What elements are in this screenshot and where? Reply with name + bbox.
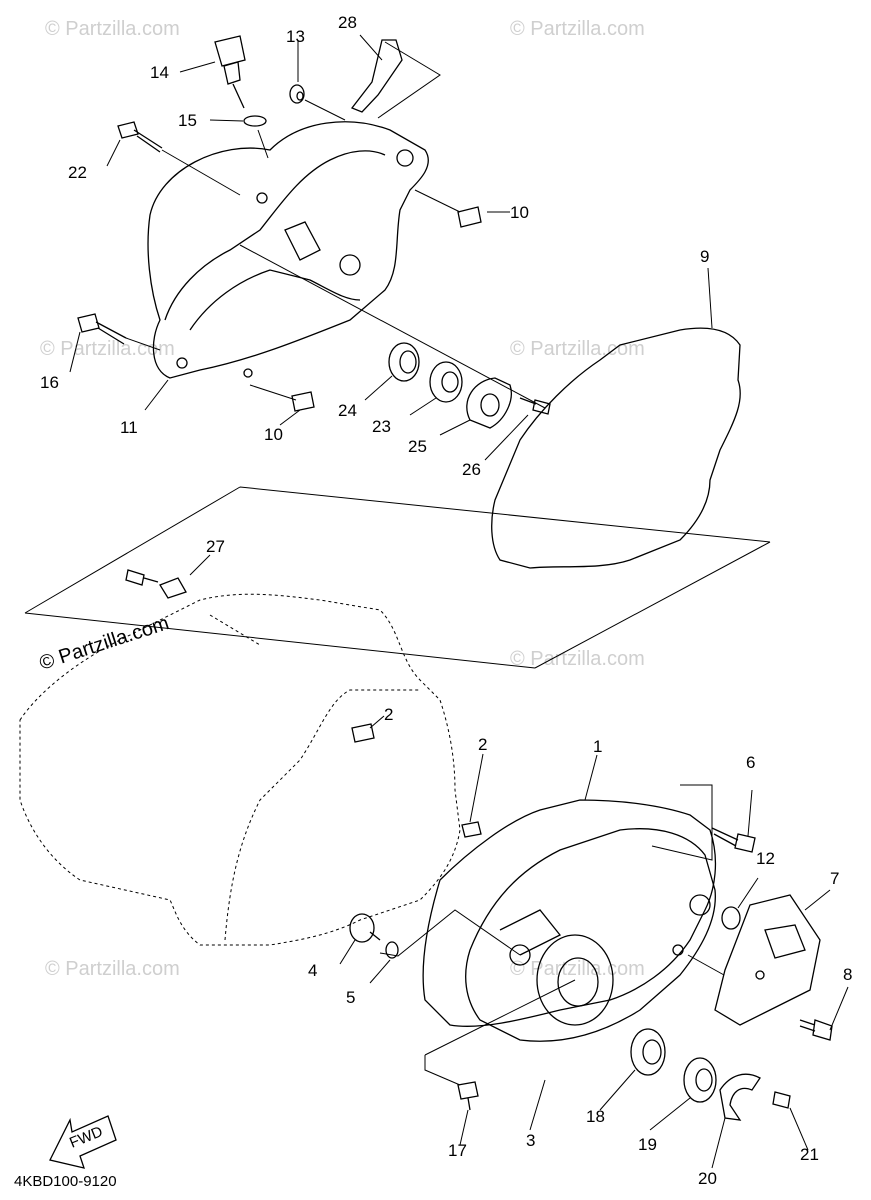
callout-18: 18 — [586, 1107, 605, 1126]
screw-21 — [772, 1091, 791, 1109]
callout-10: 10 — [264, 425, 283, 444]
callout-17: 17 — [448, 1141, 467, 1160]
dowel-pins-10 — [291, 206, 482, 412]
callout-26: 26 — [462, 460, 481, 479]
bolt-16 — [77, 313, 127, 345]
callout-21: 21 — [800, 1145, 819, 1164]
callout-19: 19 — [638, 1135, 657, 1154]
engine-bolt-line — [209, 614, 261, 646]
callout-28: 28 — [338, 13, 357, 32]
dipstick-14 — [214, 35, 246, 109]
bolt-17 — [457, 1081, 479, 1111]
o-ring-15 — [243, 115, 267, 127]
callout-1: 1 — [593, 737, 602, 756]
watermark-text: © Partzilla.com — [510, 338, 645, 360]
callout-8: 8 — [843, 965, 852, 984]
watermarks: © Partzilla.com © Partzilla.com © Partzi… — [37, 18, 645, 980]
callout-4: 4 — [308, 961, 317, 980]
oil-seal-24 — [388, 342, 420, 382]
callout-6: 6 — [746, 753, 755, 772]
callout-14: 14 — [150, 63, 169, 82]
callout-11: 11 — [120, 418, 138, 437]
bearing-18 — [630, 1028, 666, 1076]
dowel-pins-2 — [351, 715, 484, 838]
sprocket-cover-7 — [714, 894, 821, 1026]
bolt-27 — [125, 554, 211, 599]
bearing-cover-25 — [466, 377, 512, 429]
callout-20: 20 — [698, 1169, 717, 1188]
callout-9: 9 — [700, 247, 709, 266]
callout-2: 2 — [478, 735, 487, 754]
leader-lines-lower — [339, 754, 849, 1169]
screw-26 — [519, 397, 551, 415]
callout-13: 13 — [286, 27, 305, 46]
plug-4 — [349, 913, 381, 943]
drawing-code: 4KBD100-9120 — [14, 1173, 117, 1190]
gasket-1 — [422, 799, 717, 1027]
callout-5: 5 — [346, 988, 355, 1007]
callout-7: 7 — [830, 869, 839, 888]
callout-27: 27 — [206, 537, 225, 556]
gasket-9 — [491, 327, 741, 569]
bolt-6 — [711, 827, 756, 853]
engine-outline-phantom — [19, 593, 461, 946]
reference-box — [24, 486, 771, 669]
callout-10: 10 — [510, 203, 529, 222]
callout-15: 15 — [178, 111, 197, 130]
oil-seal-19 — [683, 1057, 717, 1103]
callout-23: 23 — [372, 417, 391, 436]
bracket-28 — [350, 39, 403, 113]
watermark-text: © Partzilla.com — [510, 958, 645, 980]
o-ring-5 — [385, 941, 399, 959]
watermark-text: © Partzilla.com — [510, 18, 645, 40]
leader-lines-upper — [69, 34, 713, 461]
callout-16: 16 — [40, 373, 59, 392]
engine-inner-phantom — [224, 689, 420, 941]
callout-3: 3 — [526, 1131, 535, 1150]
watermark-text: © Partzilla.com — [45, 18, 180, 40]
watermark-text: © Partzilla.com — [45, 958, 180, 980]
crankcase-cover-11 — [147, 121, 429, 379]
crankcase-cover-3 — [465, 828, 716, 1042]
retainer-20 — [719, 1073, 761, 1121]
callout-24: 24 — [338, 401, 357, 420]
bearing-23 — [429, 361, 463, 403]
callout-numbers: 1 2 2 3 4 5 6 7 8 9 10 10 11 12 13 14 15… — [40, 13, 852, 1188]
oil-seal-12 — [721, 906, 741, 930]
callout-12: 12 — [756, 849, 775, 868]
fwd-arrow-icon: FWD — [49, 1115, 117, 1169]
watermark-text: © Partzilla.com — [510, 648, 645, 670]
callout-22: 22 — [68, 163, 87, 182]
callout-25: 25 — [408, 437, 427, 456]
bolt-22 — [117, 121, 163, 153]
callout-2: 2 — [384, 705, 393, 724]
bolt-8 — [799, 1019, 833, 1041]
collar-13 — [289, 84, 305, 104]
